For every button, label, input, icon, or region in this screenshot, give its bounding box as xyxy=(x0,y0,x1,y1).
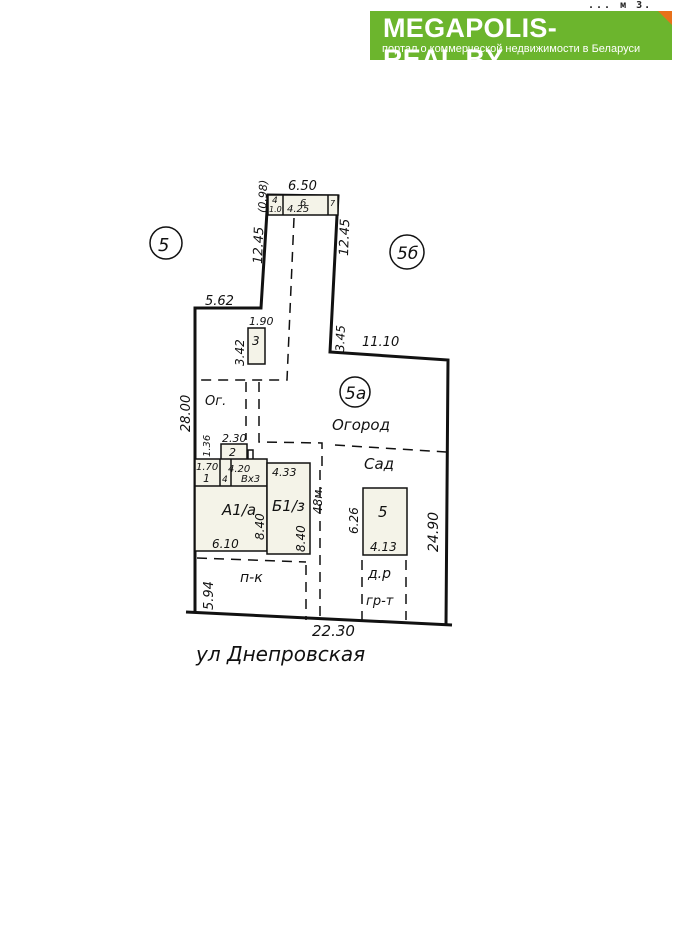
dim-top: 6.50 xyxy=(288,179,317,194)
building-5-label: 5 xyxy=(378,503,388,521)
dim-right-side: 24.90 xyxy=(426,512,442,552)
dim-bldB-length: 8.40 xyxy=(294,525,308,552)
street-boundary xyxy=(185,610,453,627)
dim-shed-left-small: 1.0 xyxy=(269,205,282,214)
logo-title: MEGAPOLIS-REAL.BY xyxy=(383,13,558,74)
building-b-label: Б1/з xyxy=(272,497,305,515)
neighbor-left-label: 5 xyxy=(158,235,169,256)
building-3-label: 3 xyxy=(252,334,260,348)
dim-left-step: 5.62 xyxy=(205,294,234,309)
dim-bld3-length: 3.42 xyxy=(233,339,247,366)
plot-number: 5а xyxy=(345,384,366,404)
building-2-label: 2 xyxy=(229,446,236,459)
megapolis-logo[interactable]: MEGAPOLIS-REAL.BY портал о коммерческой … xyxy=(370,11,672,74)
dim-right-step: 11.10 xyxy=(362,335,399,350)
dim-bld5-length: 6.26 xyxy=(347,507,361,534)
dim-bldB-width: 4.33 xyxy=(272,466,297,479)
zone-sad: Сад xyxy=(364,455,394,473)
zone-og: Ог. xyxy=(205,394,226,409)
shed-right-label: 7 xyxy=(330,199,336,208)
dim-shed-top: 4.25 xyxy=(287,204,309,215)
dim-top-right-side: 12.45 xyxy=(337,218,353,256)
plot-marker xyxy=(339,376,371,408)
building-5 xyxy=(362,487,408,556)
neighbor-right-label: 5б xyxy=(397,244,418,264)
logo-corner-fold xyxy=(658,11,672,25)
dashed-boundary xyxy=(245,382,323,470)
zone-dr: д.р xyxy=(367,566,391,582)
dim-bld3-width: 1.90 xyxy=(249,315,274,328)
entrance-label: Вх3 xyxy=(241,474,260,485)
zone-pk: п-к xyxy=(240,570,263,586)
dashed-boundary xyxy=(334,444,447,453)
dim-bottom-left: 5.94 xyxy=(202,581,217,610)
cell-4-label: 4 xyxy=(222,475,228,485)
street-name: ул Днепровская xyxy=(195,642,365,666)
dim-fence-length: 48м. xyxy=(311,486,325,514)
dim-cell4-label: 4.20 xyxy=(228,464,250,475)
shed-left-label: 4 xyxy=(272,196,278,206)
dim-bldA-width: 6.10 xyxy=(212,537,239,551)
neighbor-marker-left xyxy=(149,226,183,260)
dim-left-side: 28.00 xyxy=(179,395,194,432)
dashed-boundary xyxy=(361,560,407,620)
dim-right-step-vertical: 3.45 xyxy=(333,325,348,352)
zone-grt: гр-т xyxy=(366,594,394,609)
shed-top-label: 6 xyxy=(300,198,306,209)
logo-subtitle: портал о коммерческой недвижимости в Бел… xyxy=(382,43,641,55)
cell-1-label: 1 xyxy=(203,472,210,485)
building-3 xyxy=(247,327,266,365)
dim-bld2-width: 2.30 xyxy=(222,432,247,445)
corner-text: ... м 3. xyxy=(588,0,653,11)
dim-top-left-side: 12.45 xyxy=(251,226,267,264)
neighbor-marker-right xyxy=(389,234,425,270)
building-a-label: А1/а xyxy=(221,501,256,519)
dashed-boundary xyxy=(196,470,321,620)
dim-bottom: 22.30 xyxy=(312,622,355,640)
dim-top-left-note: (0.98) xyxy=(256,180,270,214)
dashed-boundary xyxy=(197,217,295,381)
shed-top xyxy=(267,194,339,216)
dim-bldA-length: 8.40 xyxy=(253,513,267,540)
building-b xyxy=(266,462,311,555)
dim-bld2-length: 1.36 xyxy=(202,435,213,457)
dim-bld5-width: 4.13 xyxy=(370,540,397,554)
zone-ogorod: Огород xyxy=(332,416,390,434)
dim-cell1-width: 1.70 xyxy=(196,462,218,473)
